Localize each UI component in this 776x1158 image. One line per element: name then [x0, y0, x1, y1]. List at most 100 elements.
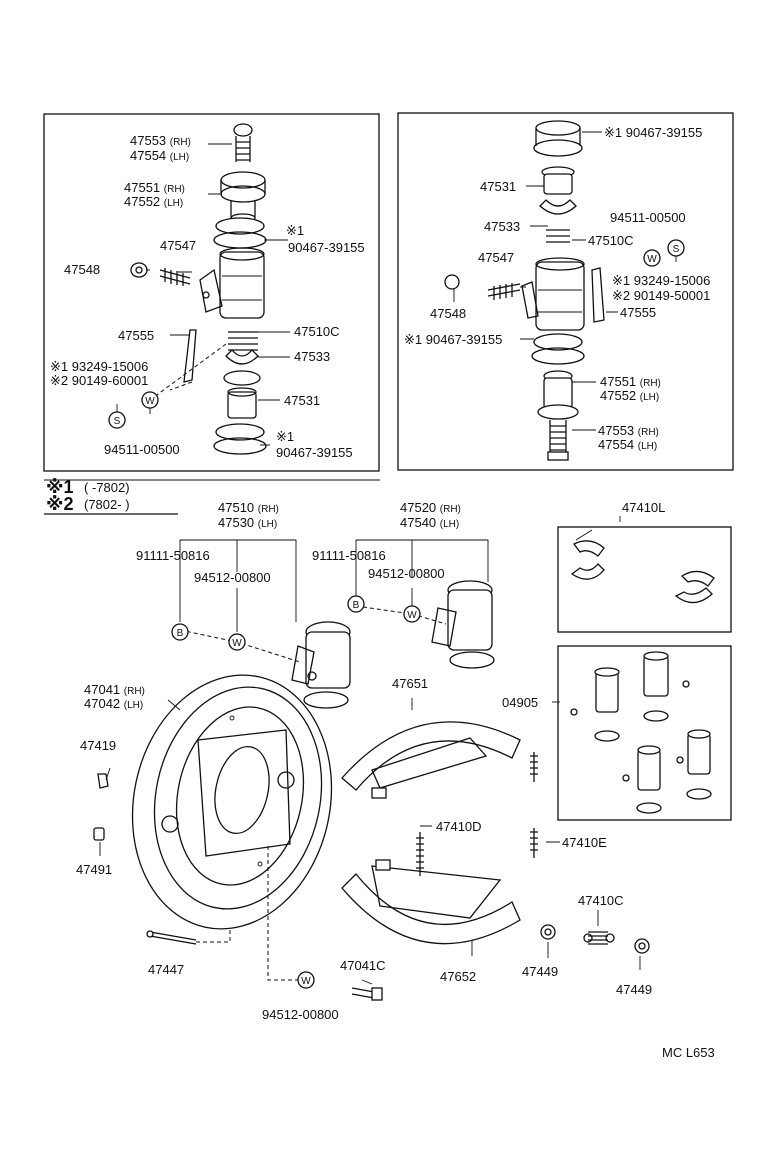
label-90467-right-top: ※1 90467-39155	[604, 125, 702, 140]
rear-wheel-cylinder-assy-icon	[431, 580, 495, 669]
right-link-icon	[591, 267, 605, 323]
front-wheel-cylinder-assy-icon	[291, 621, 351, 709]
right-cup-icon	[539, 199, 577, 215]
kit-47410L-box	[557, 526, 732, 633]
plug-47491-icon	[93, 827, 105, 841]
left-link-icon	[183, 329, 197, 383]
label-47449-b: 47449	[616, 982, 652, 997]
label-47548-right: 47548	[430, 306, 466, 321]
label-47552-left: 47552 (LH)	[124, 194, 183, 209]
label-47652: 47652	[440, 969, 476, 984]
label-90467-right-mid: ※1 90467-39155	[404, 332, 502, 347]
kit-04905-box	[557, 645, 732, 821]
symbol-b-rear: B	[347, 595, 365, 613]
label-47419: 47419	[80, 738, 116, 753]
spring-47410C-icon	[583, 931, 615, 945]
label-90467-left-top: 90467-39155	[288, 240, 365, 255]
label-47533-right: 47533	[484, 219, 520, 234]
label-47041C: 47041C	[340, 958, 386, 973]
label-47551-left: 47551 (RH)	[124, 180, 185, 195]
label-47554-left: 47554 (LH)	[130, 148, 189, 163]
symbol-w-left: W	[141, 391, 159, 409]
label-47520: 47520 (RH)	[400, 500, 461, 515]
label-47410E: 47410E	[562, 835, 607, 850]
symbol-w-right: W	[643, 249, 661, 267]
label-94512-rear: 94512-00800	[368, 566, 445, 581]
label-mark1-left-top: ※1	[286, 223, 304, 238]
label-91111-rear: 91111-50816	[312, 548, 386, 563]
left-bleeder-screw-icon	[159, 268, 191, 286]
label-47533-left: 47533	[294, 349, 330, 364]
lower-brake-shoe-icon	[341, 859, 521, 945]
kit-47410L-cups-icon	[570, 540, 715, 604]
label-47540: 47540 (LH)	[400, 515, 459, 530]
svg-text:S: S	[673, 244, 680, 255]
right-cylinder-box	[397, 112, 734, 471]
upper-brake-shoe-icon	[341, 721, 521, 799]
label-04905: 04905	[502, 695, 538, 710]
label-90467-left-bottom: 90467-39155	[276, 445, 353, 460]
label-90149-right: ※2 90149-50001	[612, 288, 710, 303]
right-cap-icon	[444, 274, 460, 290]
spring-47410D-icon	[416, 832, 424, 876]
left-cylinder-box	[43, 113, 380, 472]
label-47410C: 47410C	[578, 893, 624, 908]
washer-47449-b-icon	[634, 938, 650, 954]
right-boot-lower-icon	[531, 333, 585, 365]
svg-text:B: B	[177, 628, 184, 639]
label-47449-a: 47449	[522, 964, 558, 979]
left-spring-icon	[228, 331, 258, 351]
label-94511-left: 94511-00500	[104, 442, 180, 457]
right-boot-icon	[533, 120, 583, 157]
label-94512-front: 94512-00800	[194, 570, 271, 585]
left-cup-icon	[225, 349, 259, 365]
svg-text:W: W	[407, 610, 417, 621]
symbol-w-bottom: W	[297, 971, 315, 989]
bolt-47041C-icon	[351, 987, 383, 1001]
right-bleeder-screw-icon	[487, 283, 521, 300]
left-piston-cup-icon	[220, 171, 266, 223]
symbol-w-rear: W	[403, 605, 421, 623]
left-bleeder-plug-icon	[233, 123, 253, 162]
label-94511-right: 94511-00500	[610, 210, 686, 225]
label-93249-left: ※1 93249-15006	[50, 359, 148, 374]
label-47555-left: 47555	[118, 328, 154, 343]
backing-plate-icon	[131, 674, 333, 930]
svg-text:W: W	[232, 638, 242, 649]
right-spring-icon	[546, 229, 570, 243]
left-boot-lower-icon	[213, 423, 267, 455]
label-47510C-right: 47510C	[588, 233, 634, 248]
label-47551-right: 47551 (RH)	[600, 374, 661, 389]
label-47410L: 47410L	[622, 500, 665, 515]
label-47447: 47447	[148, 962, 184, 977]
label-47554-right: 47554 (LH)	[598, 437, 657, 452]
label-47547-right: 47547	[478, 250, 514, 265]
label-94512-bottom: 94512-00800	[262, 1007, 339, 1022]
label-47555-right: 47555	[620, 305, 656, 320]
right-piston-icon	[541, 166, 575, 195]
label-47552-right: 47552 (LH)	[600, 388, 659, 403]
left-piston-icon	[223, 370, 261, 419]
label-47042: 47042 (LH)	[84, 696, 143, 711]
label-47510: 47510 (RH)	[218, 500, 279, 515]
right-piston-lower-icon	[537, 370, 579, 420]
right-adjust-bolt-icon	[547, 420, 569, 461]
label-90149-left: ※2 90149-60001	[50, 373, 148, 388]
svg-text:B: B	[353, 600, 360, 611]
svg-text:W: W	[647, 254, 657, 265]
plug-47419-icon	[97, 773, 109, 789]
label-47651: 47651	[392, 676, 428, 691]
symbol-b-front: B	[171, 623, 189, 641]
label-47510C-left: 47510C	[294, 324, 340, 339]
svg-text:W: W	[145, 396, 155, 407]
label-47553-right: 47553 (RH)	[598, 423, 659, 438]
symbol-w-front: W	[228, 633, 246, 651]
legend-mark1: ※1	[46, 477, 74, 497]
legend-range1: ( -7802)	[84, 480, 130, 495]
label-47410D: 47410D	[436, 819, 482, 834]
legend-mark2: ※2	[46, 494, 74, 514]
left-boot-icon	[213, 217, 267, 249]
pin-47447-icon	[146, 930, 197, 945]
left-wheel-cylinder-icon	[199, 247, 265, 319]
